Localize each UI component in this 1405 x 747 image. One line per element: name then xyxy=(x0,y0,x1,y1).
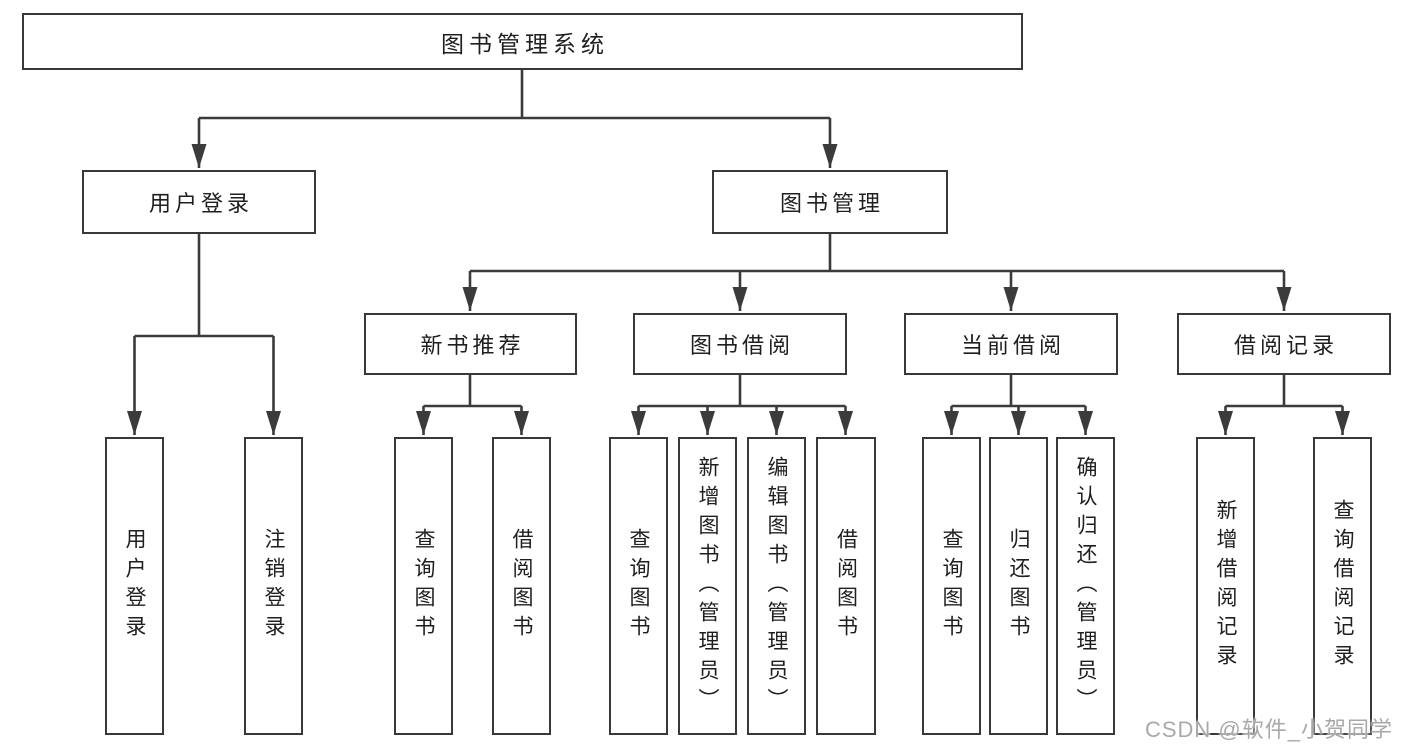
leaf-current-return-books-label: 归还图书 xyxy=(1007,528,1030,644)
leaf-records-add-record-label: 新增借阅记录 xyxy=(1214,499,1237,673)
leaf-current-return-books: 归还图书 xyxy=(989,437,1048,735)
connector-root-to-level2 xyxy=(199,70,830,120)
node-borrow-records: 借阅记录 xyxy=(1177,313,1391,375)
connector-new-book-recommend xyxy=(423,375,522,408)
leaf-records-query-record-label: 查询借阅记录 xyxy=(1331,499,1354,673)
leaf-logout: 注销登录 xyxy=(244,437,303,735)
leaf-borrow-query-books-label: 查询图书 xyxy=(627,528,650,644)
leaf-borrow-borrow-books: 借阅图书 xyxy=(816,437,876,735)
leaf-current-query-books-label: 查询图书 xyxy=(940,528,963,644)
leaf-logout-label: 注销登录 xyxy=(262,528,285,644)
node-current-borrow: 当前借阅 xyxy=(904,313,1118,375)
leaf-current-confirm-return-admin-label: 确认归还（管理员） xyxy=(1074,455,1097,717)
leaf-rec-query-books-label: 查询图书 xyxy=(412,528,435,644)
leaf-user-login-label: 用户登录 xyxy=(123,528,146,644)
leaf-borrow-add-books-admin-label: 新增图书（管理员） xyxy=(696,455,719,717)
leaf-borrow-query-books: 查询图书 xyxy=(609,437,668,735)
node-new-book-recommend: 新书推荐 xyxy=(364,313,577,375)
connector-user-login xyxy=(134,234,274,338)
node-user-login: 用户登录 xyxy=(82,170,316,234)
leaf-rec-borrow-books-label: 借阅图书 xyxy=(510,528,533,644)
leaf-rec-query-books: 查询图书 xyxy=(394,437,453,735)
leaf-records-query-record: 查询借阅记录 xyxy=(1313,437,1372,735)
leaf-borrow-edit-books-admin-label: 编辑图书（管理员） xyxy=(765,455,788,717)
leaf-current-query-books: 查询图书 xyxy=(922,437,981,735)
leaf-user-login: 用户登录 xyxy=(105,437,164,735)
connector-book-borrow xyxy=(638,375,846,408)
leaf-borrow-add-books-admin: 新增图书（管理员） xyxy=(678,437,737,735)
node-root-title: 图书管理系统 xyxy=(22,13,1023,70)
leaf-borrow-borrow-books-label: 借阅图书 xyxy=(834,528,858,644)
leaf-current-confirm-return-admin: 确认归还（管理员） xyxy=(1056,437,1115,735)
connector-borrow-records xyxy=(1225,375,1343,408)
connector-book-management xyxy=(470,234,1284,273)
connector-current-borrow xyxy=(951,375,1086,408)
leaf-borrow-edit-books-admin: 编辑图书（管理员） xyxy=(747,437,806,735)
leaf-records-add-record: 新增借阅记录 xyxy=(1196,437,1255,735)
node-book-management: 图书管理 xyxy=(712,170,948,234)
node-book-borrow: 图书借阅 xyxy=(633,313,847,375)
leaf-rec-borrow-books: 借阅图书 xyxy=(492,437,551,735)
